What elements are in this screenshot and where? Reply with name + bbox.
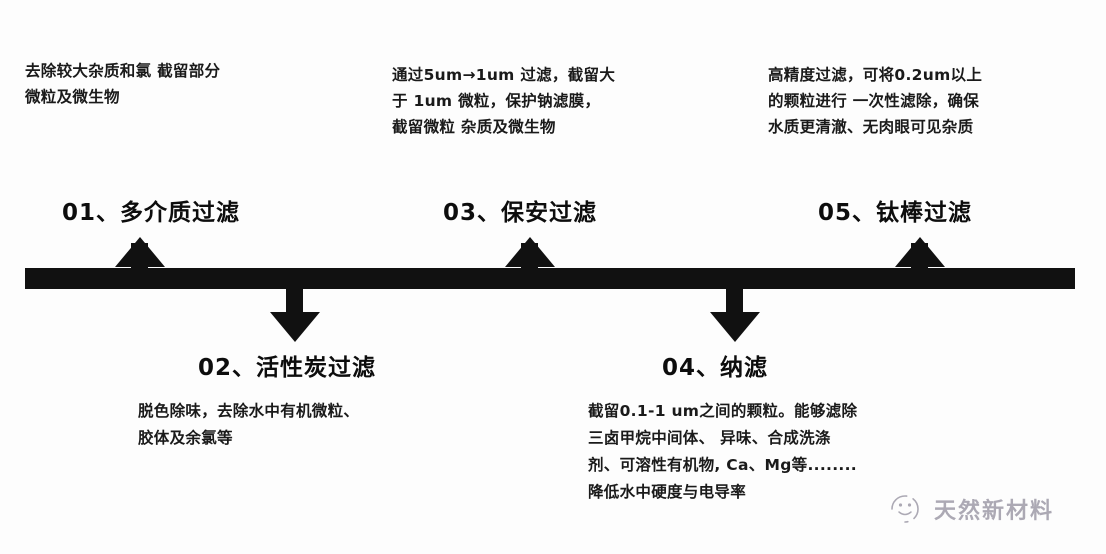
stage-01-description: 去除较大杂质和氯 截留部分 微粒及微生物: [25, 62, 221, 106]
stage-03-title: 03、保安过滤: [443, 200, 598, 226]
stage-05-title: 05、钛棒过滤: [818, 200, 973, 226]
watermark-label: 天然新材料: [934, 499, 1055, 524]
stage-04-title: 04、纳滤: [662, 355, 769, 381]
watermark: 天然新材料: [888, 492, 1054, 526]
stage-02-description: 脱色除味，去除水中有机微粒、 胶体及余氯等: [138, 402, 360, 447]
timeline-bar: [25, 268, 1075, 289]
stage-04-description: 截留0.1-1 um之间的颗粒。能够滤除 三卤甲烷中间体、 异味、合成洗涤 剂、…: [588, 402, 858, 501]
stage-03-description: 通过5um→1um 过滤，截留大 于 1um 微粒，保护钠滤膜， 截留微粒 杂质…: [392, 66, 616, 136]
stage-01-title: 01、多介质过滤: [62, 200, 241, 226]
stage-02-title: 02、活性炭过滤: [198, 355, 377, 381]
smiley-circle-logo-icon: [888, 492, 922, 526]
stage-05-description: 高精度过滤，可将0.2um以上 的颗粒进行 一次性滤除，确保 水质更清澈、无肉眼…: [768, 66, 983, 136]
